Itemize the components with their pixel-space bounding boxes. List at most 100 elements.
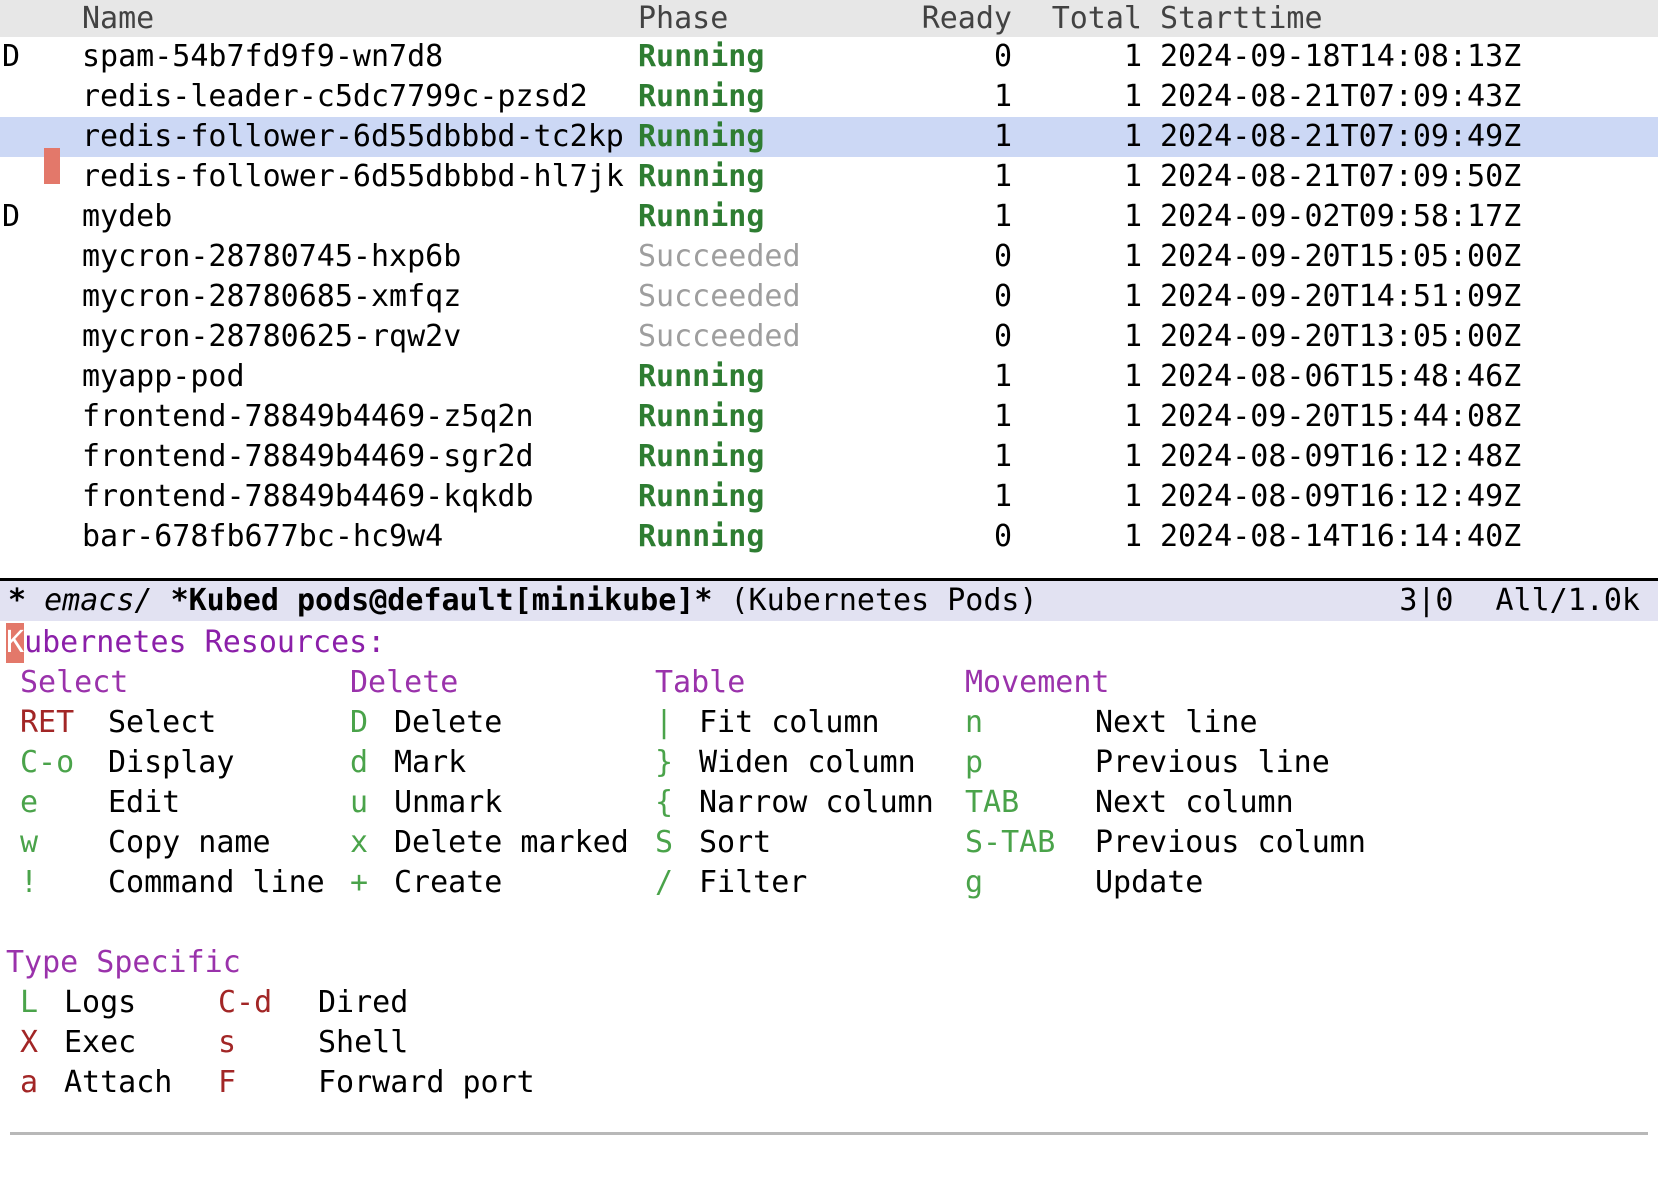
help-binding-cell: }Widen column	[655, 743, 965, 783]
help-key[interactable]: d	[350, 745, 369, 780]
buffer-name[interactable]: *Kubed pods@default[minikube]*	[170, 583, 713, 618]
help-binding-cell: /Filter	[655, 863, 965, 903]
help-key[interactable]: /	[655, 865, 674, 900]
cell-total: 1	[1123, 39, 1142, 74]
help-key[interactable]: |	[655, 705, 674, 740]
help-binding-cell: | Fit column	[655, 703, 965, 743]
help-key[interactable]: e	[20, 785, 39, 820]
cell-starttime: 2024-08-14T16:14:40Z	[1160, 519, 1522, 554]
help-key-description: Display	[108, 745, 235, 780]
help-binding-cell: g Update	[965, 863, 1385, 903]
cell-ready: 0	[993, 279, 1012, 314]
column-header-ready[interactable]: Ready	[921, 1, 1012, 36]
help-key[interactable]: RET	[20, 705, 75, 740]
help-key[interactable]: n	[965, 705, 984, 740]
mode-line-rule	[0, 578, 1658, 581]
help-key[interactable]: S-TAB	[965, 825, 1056, 860]
help-key-description: Attach	[64, 1065, 173, 1100]
help-key[interactable]: a	[20, 1065, 39, 1100]
mode-line-container: * emacs/ *Kubed pods@default[minikube]* …	[0, 578, 1658, 621]
column-header-phase[interactable]: Phase	[638, 1, 729, 36]
help-key[interactable]: S	[655, 825, 674, 860]
help-binding-cell: ! Command line	[0, 863, 350, 903]
help-key[interactable]: }	[655, 745, 674, 780]
cell-name: mydeb	[82, 199, 173, 234]
help-binding-cell: + Create	[350, 863, 655, 903]
cell-phase: Running	[638, 359, 765, 394]
cell-starttime: 2024-09-20T14:51:09Z	[1160, 279, 1522, 314]
help-binding-cell: { Narrow column	[655, 783, 965, 823]
kubernetes-help-buffer[interactable]: K ubernetes Resources: Select Delete Tab…	[0, 621, 1658, 1161]
help-key[interactable]: {	[655, 785, 674, 820]
cell-starttime: 2024-08-06T15:48:46Z	[1160, 359, 1522, 394]
group-title-table: Table	[655, 665, 746, 700]
cell-phase: Running	[638, 519, 765, 554]
cell-name: frontend-78849b4469-z5q2n	[82, 399, 534, 434]
help-key[interactable]: X	[20, 1025, 39, 1060]
help-key[interactable]: L	[20, 985, 39, 1020]
cell-phase: Running	[638, 39, 765, 74]
help-key[interactable]: s	[218, 1025, 237, 1060]
column-header-starttime[interactable]: Starttime	[1160, 1, 1323, 36]
help-key-description: Fit column	[699, 705, 880, 740]
help-key-description: Update	[1095, 865, 1204, 900]
cell-phase: Running	[638, 479, 765, 514]
mode-line[interactable]: * emacs/ *Kubed pods@default[minikube]* …	[0, 581, 1658, 621]
column-header-name[interactable]: Name	[82, 1, 155, 36]
help-key[interactable]: C-o	[20, 745, 75, 780]
help-spacer-line	[0, 903, 1658, 943]
help-key[interactable]: +	[350, 865, 369, 900]
help-key[interactable]: x	[350, 825, 369, 860]
help-key[interactable]: D	[350, 705, 369, 740]
help-key[interactable]: p	[965, 745, 984, 780]
help-key[interactable]: g	[965, 865, 984, 900]
cell-ready: 1	[993, 159, 1012, 194]
help-key[interactable]: !	[20, 865, 39, 900]
help-key[interactable]: u	[350, 785, 369, 820]
help-key[interactable]: w	[20, 825, 39, 860]
help-binding-cell: C-o Display	[0, 743, 350, 783]
cell-starttime: 2024-09-20T15:44:08Z	[1160, 399, 1522, 434]
cell-total: 1	[1123, 239, 1142, 274]
help-key-description: Select	[108, 705, 217, 740]
cell-starttime: 2024-09-18T14:08:13Z	[1160, 39, 1522, 74]
cell-total: 1	[1123, 119, 1142, 154]
help-key-description: Narrow column	[699, 785, 934, 820]
help-key-description: Edit	[108, 785, 181, 820]
help-key[interactable]: TAB	[965, 785, 1020, 820]
cell-ready: 1	[993, 479, 1012, 514]
help-key[interactable]: F	[218, 1065, 237, 1100]
help-key-description: Create	[394, 865, 503, 900]
cell-total: 1	[1123, 519, 1142, 554]
mode-line-gap-2	[153, 581, 171, 621]
cell-total: 1	[1123, 479, 1142, 514]
help-key[interactable]: C-d	[218, 985, 273, 1020]
column-header-total[interactable]: Total	[1051, 1, 1142, 36]
group-title-delete: Delete	[350, 665, 459, 700]
cell-ready: 0	[993, 239, 1012, 274]
help-key-description: Command line	[108, 865, 325, 900]
cell-starttime: 2024-08-09T16:12:49Z	[1160, 479, 1522, 514]
